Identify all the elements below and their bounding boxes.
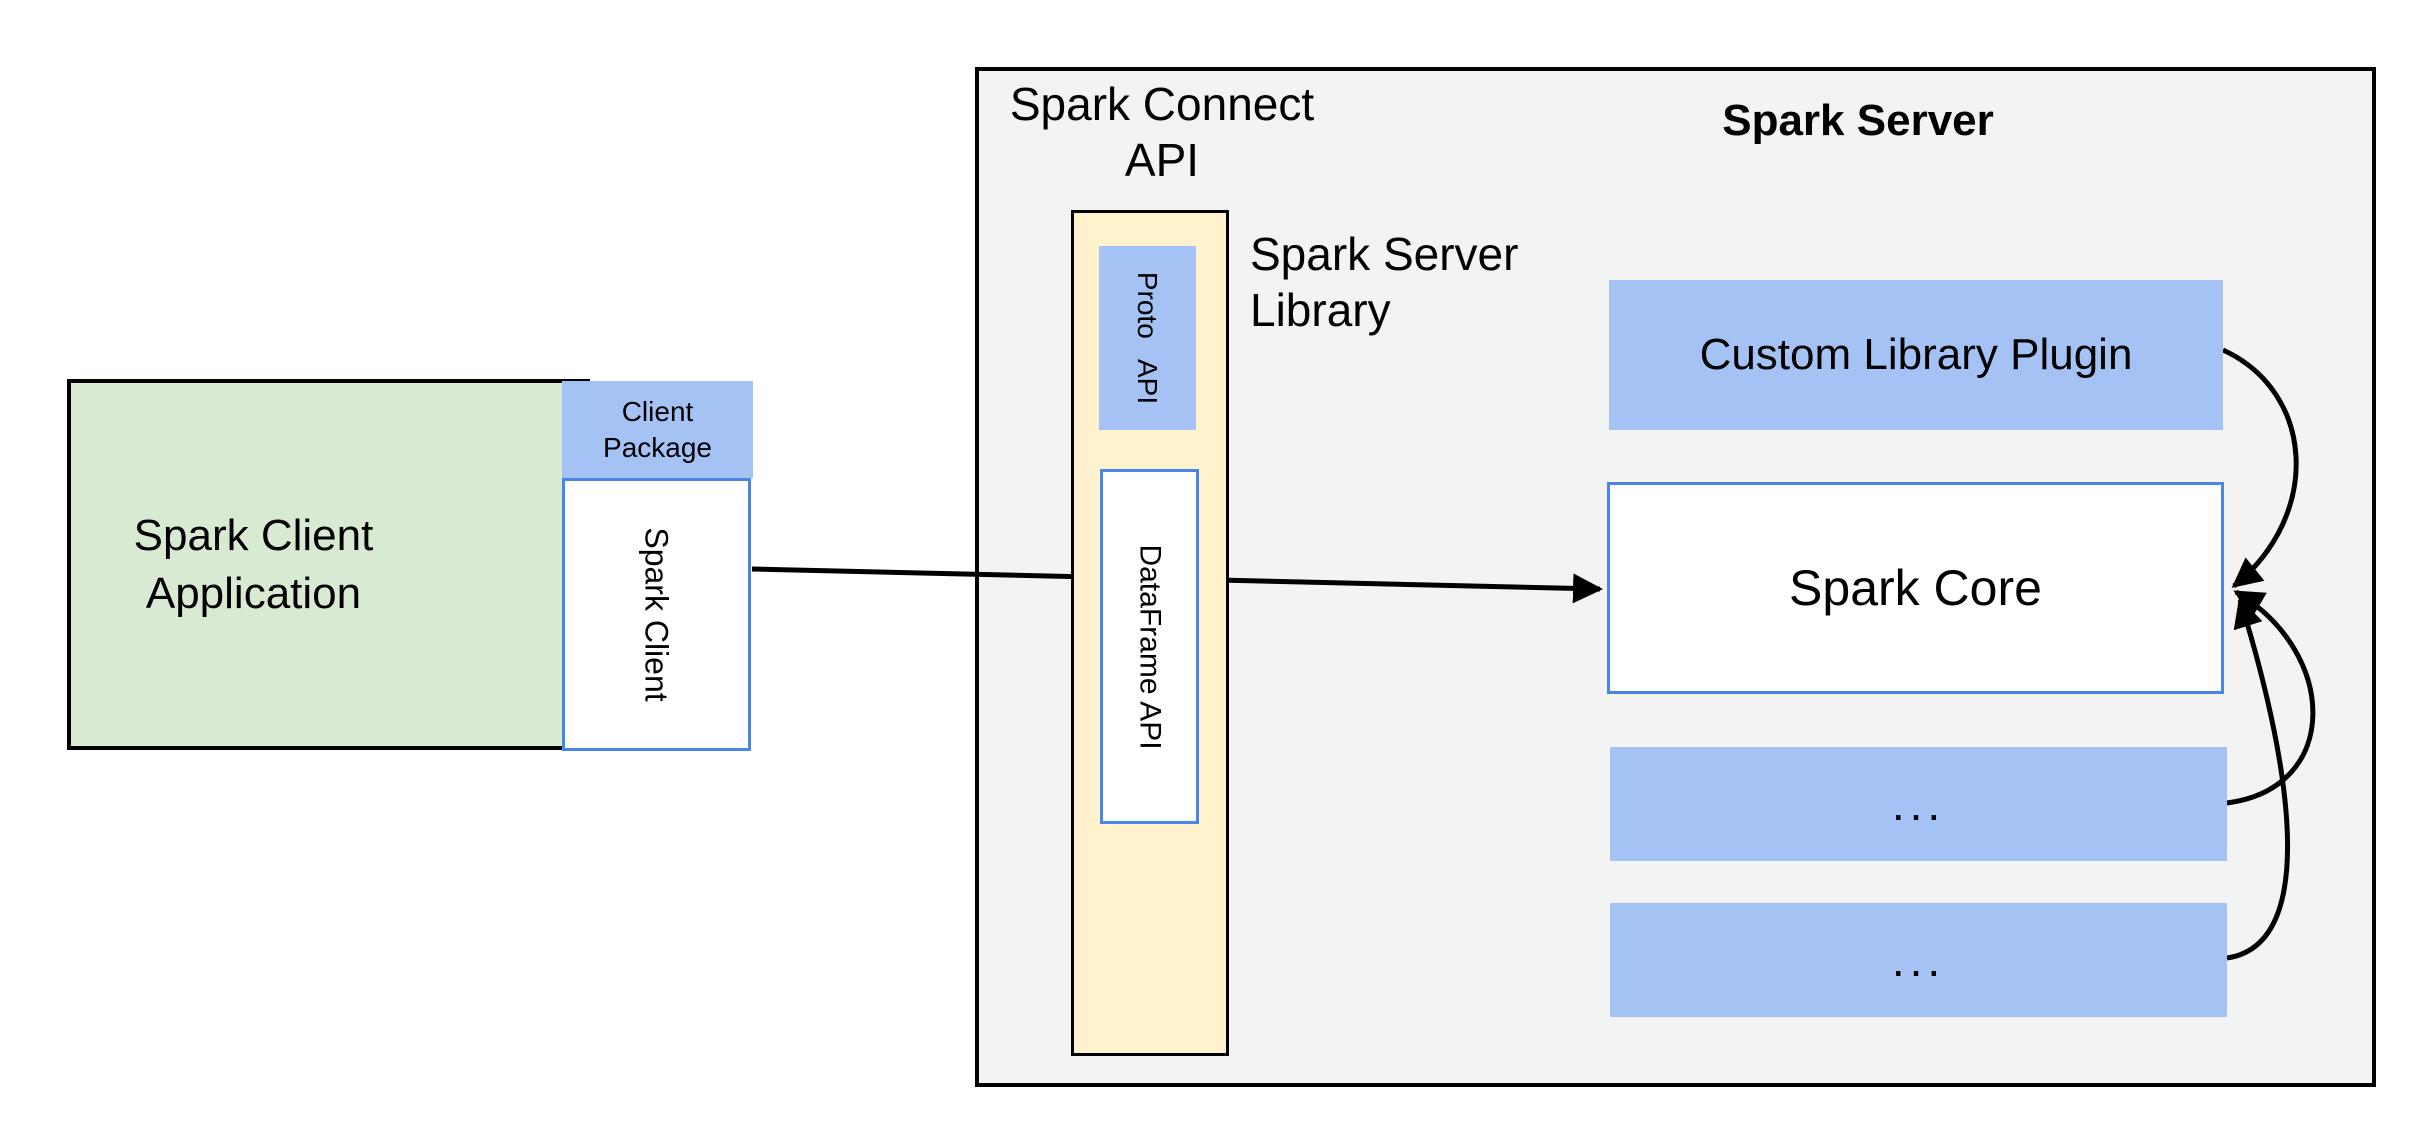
- proto-api-box: Proto API: [1099, 246, 1196, 430]
- spark-client-label: Spark Client: [638, 527, 675, 702]
- proto-api-label: Proto API: [1132, 271, 1164, 405]
- spark-core-box: Spark Core: [1607, 482, 2224, 694]
- client-package-label-line1: Client: [621, 395, 694, 427]
- plugin-slot-box-1: ...: [1610, 747, 2227, 861]
- client-package-label-line2: Package: [603, 431, 712, 463]
- plugin-slot-box-2: ...: [1610, 903, 2227, 1017]
- spark-client-box: Spark Client: [562, 478, 751, 751]
- spark-server-library-label: Spark Server Library: [1250, 226, 1670, 338]
- spark-server-title: Spark Server: [1722, 96, 1994, 145]
- spark-connect-api-label: Spark Connect API: [980, 76, 1344, 188]
- spark-connect-api-label-line1: Spark Connect: [1009, 78, 1315, 130]
- spark-connect-api-label-line2: API: [1124, 134, 1200, 186]
- spark-client-application-label-line1: Spark Client: [133, 510, 374, 560]
- dataframe-api-label: DataFrame API: [1133, 543, 1167, 750]
- client-package-box: Client Package: [562, 381, 753, 478]
- spark-client-application-label-line2: Application: [145, 568, 362, 618]
- spark-client-application-box: Spark Client Application: [67, 379, 590, 750]
- spark-server-library-label-line2: Library: [1250, 284, 1391, 336]
- spark-server-library-label-line1: Spark Server: [1250, 228, 1519, 280]
- custom-library-plugin-box: Custom Library Plugin: [1609, 280, 2223, 430]
- dataframe-api-box: DataFrame API: [1100, 469, 1199, 824]
